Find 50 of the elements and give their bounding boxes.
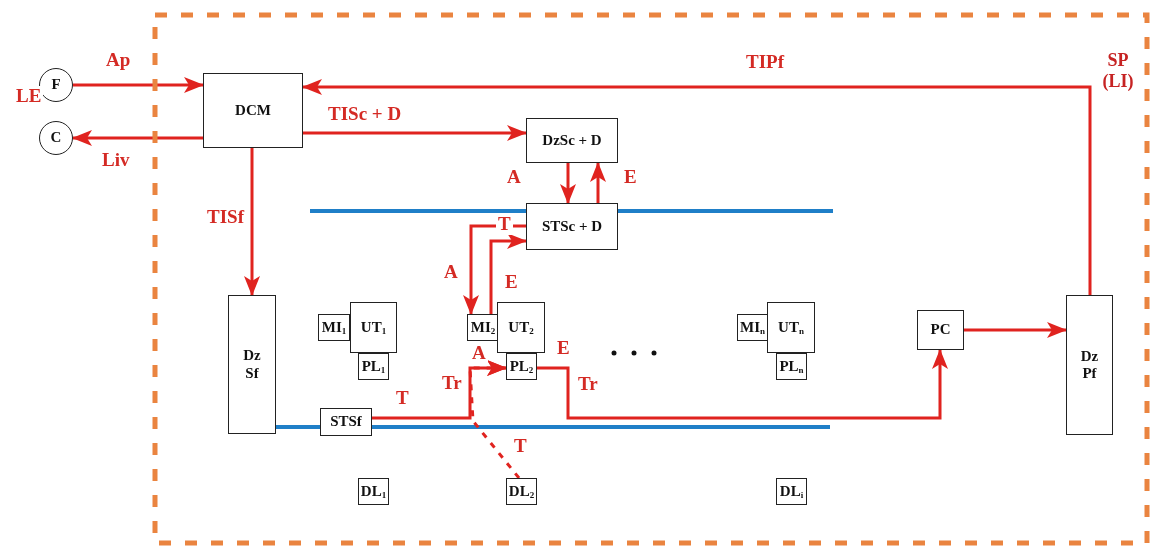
arrow	[73, 77, 204, 93]
process-box	[767, 302, 815, 353]
arrow	[302, 79, 1092, 295]
node-label: UT$_{2}$	[508, 318, 534, 337]
node-label: DzSc + D	[542, 131, 602, 150]
flow-label: T	[496, 214, 513, 235]
node-label: DL$_{2}$	[508, 482, 535, 501]
node-label: Dz Pf	[1080, 347, 1099, 383]
process-box	[526, 118, 618, 163]
process-box	[228, 295, 276, 434]
arrow	[560, 163, 576, 204]
node-label: Dz Sf	[243, 347, 261, 382]
node-label: DCM	[235, 101, 271, 120]
node-label: UT$_{n}$	[778, 318, 804, 337]
node-label: MI$_{2}$	[470, 318, 496, 337]
arrow	[537, 349, 948, 420]
node-label: PL$_{n}$	[779, 357, 804, 376]
node-label: DL$_{i}$	[779, 482, 804, 501]
circle-node	[39, 121, 73, 155]
process-box	[203, 73, 303, 148]
arrow	[964, 322, 1067, 338]
process-box	[320, 408, 372, 436]
arrow	[468, 360, 521, 479]
node-label: PC	[930, 321, 951, 339]
arrow	[489, 233, 527, 314]
node-label: F	[51, 76, 61, 94]
arrow	[303, 125, 527, 141]
flow-label: A	[470, 343, 488, 364]
arrow	[590, 162, 606, 203]
node-label: MI$_{n}$	[740, 318, 765, 337]
process-box	[1066, 295, 1113, 435]
node-label: UT$_{1}$	[360, 318, 387, 337]
circle-node	[39, 68, 73, 102]
process-box	[497, 302, 545, 353]
node-label: PL$_{2}$	[509, 357, 534, 376]
node-label: STSf	[330, 413, 362, 431]
arrow	[463, 224, 526, 315]
process-box	[526, 203, 618, 250]
process-box	[350, 302, 397, 353]
node-label: PL$_{1}$	[361, 357, 386, 376]
node-label: C	[50, 129, 62, 147]
node-label: STSc + D	[541, 217, 603, 236]
node-label: MI$_{1}$	[321, 318, 347, 337]
edge-label: Ap	[104, 50, 133, 71]
process-box	[917, 310, 964, 350]
region-label: SP (LI)	[1101, 50, 1135, 92]
arrow	[72, 130, 203, 146]
arrow	[244, 148, 260, 296]
dashed-boundary	[152, 12, 1150, 546]
node-label: DL$_{1}$	[360, 482, 387, 501]
